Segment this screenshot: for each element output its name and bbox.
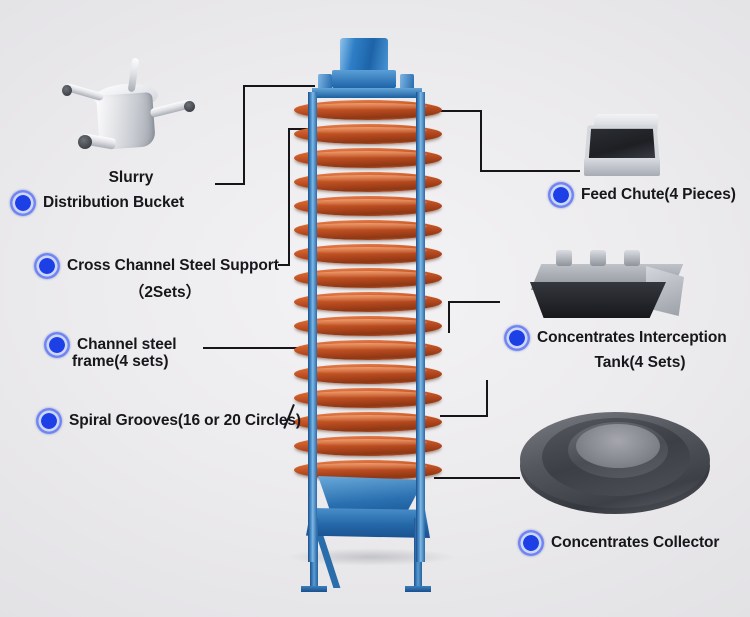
leader-line-collector-h1 xyxy=(440,415,488,417)
leader-line-cross-support-h1 xyxy=(288,128,310,130)
leader-line-tank-h1 xyxy=(448,301,500,303)
leader-line-feed-chute-h1 xyxy=(432,110,482,112)
concentrates-interception-tank-image xyxy=(528,248,696,324)
machine-foot-right xyxy=(405,586,431,592)
slurry-distribution-bucket-image xyxy=(58,52,208,162)
machine-top-collar xyxy=(332,70,396,88)
spiral-chute-separator-image xyxy=(288,38,448,592)
bullet-icon-cross-support xyxy=(34,253,60,279)
machine-frame-post-right xyxy=(416,92,425,562)
callout-label-slurry-bucket-line1: Slurry xyxy=(108,169,154,186)
callout-label-concentrates-collector: Concentrates Collector xyxy=(551,534,720,552)
leader-line-slurry-bucket-v xyxy=(243,85,245,185)
leader-line-feed-chute-v xyxy=(480,110,482,172)
callout-label-feed-chute: Feed Chute(4 Pieces) xyxy=(581,186,736,204)
machine-top-plate xyxy=(312,88,422,98)
callout-concentrates-interception-tank[interactable]: Concentrates Interception xyxy=(504,325,727,351)
callout-slurry-distribution-bucket[interactable]: Distribution Bucket xyxy=(10,190,184,216)
leader-line-cross-support-h2 xyxy=(278,264,290,266)
callout-label-slurry-bucket-line2: Distribution Bucket xyxy=(43,194,185,212)
feed-chute-image xyxy=(578,112,674,180)
machine-base-band xyxy=(306,508,430,538)
callout-label-spiral-grooves: Spiral Grooves(16 or 20 Circles) xyxy=(69,412,301,430)
concentrates-collector-image xyxy=(520,404,716,526)
bullet-icon-feed-chute xyxy=(548,182,574,208)
callout-spiral-grooves[interactable]: Spiral Grooves(16 or 20 Circles) xyxy=(36,408,301,434)
machine-foot-left xyxy=(301,586,327,592)
callout-label-interception-tank-line1: Concentrates Interception xyxy=(537,329,727,347)
callout-concentrates-collector[interactable]: Concentrates Collector xyxy=(518,530,719,556)
callout-label-channel-frame-line2: frame(4 sets) xyxy=(72,353,169,370)
bullet-icon-concentrates-collector xyxy=(518,530,544,556)
leader-line-cross-support-v xyxy=(288,128,290,266)
callout-label-cross-support-line2: （2Sets） xyxy=(128,284,202,301)
machine-shadow xyxy=(286,548,456,566)
callout-channel-steel-frame[interactable]: Channel steel xyxy=(44,332,177,358)
callout-feed-chute[interactable]: Feed Chute(4 Pieces) xyxy=(548,182,736,208)
bullet-icon-interception-tank xyxy=(504,325,530,351)
leader-line-slurry-bucket-h1 xyxy=(243,85,315,87)
bullet-icon-slurry-bucket xyxy=(10,190,36,216)
bullet-icon-spiral-grooves xyxy=(36,408,62,434)
bullet-icon-channel-frame xyxy=(44,332,70,358)
leader-line-collector-h2 xyxy=(434,477,520,479)
leader-line-slurry-bucket-h2 xyxy=(215,183,245,185)
leader-line-collector-v xyxy=(486,380,488,417)
callout-label-cross-support-line1: Cross Channel Steel Support xyxy=(67,257,279,275)
callout-cross-channel-steel-support[interactable]: Cross Channel Steel Support xyxy=(34,253,279,279)
callout-label-interception-tank-line2: Tank(4 Sets) xyxy=(594,354,686,371)
leader-line-channel-frame xyxy=(203,347,303,349)
leader-line-tank-v xyxy=(448,301,450,333)
machine-diagonal-brace xyxy=(314,530,392,588)
callout-label-channel-frame-line1: Channel steel xyxy=(77,336,177,354)
leader-line-feed-chute-h2 xyxy=(480,170,580,172)
machine-frame-post-left xyxy=(308,92,317,562)
